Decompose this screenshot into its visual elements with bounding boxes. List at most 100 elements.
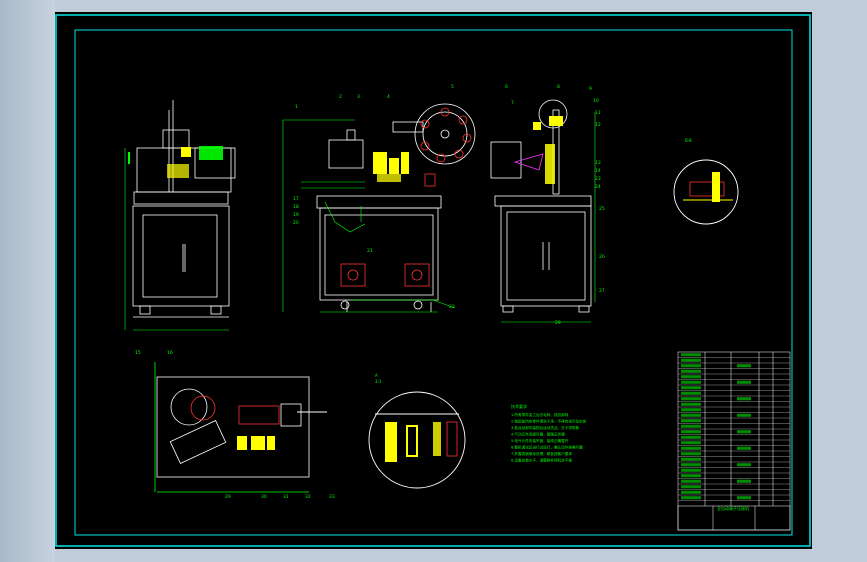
title-row-text <box>681 353 701 357</box>
callout-label: 21 <box>367 248 373 254</box>
title-row-text <box>737 496 751 500</box>
detail-label-a: A <box>375 373 378 378</box>
callout-label: 26 <box>599 254 605 260</box>
cad-viewport[interactable]: 技术要求 1.所有零件加工后去毛刺、锐边倒钝 2.装配前所有零件清洗干净，不得有油… <box>55 12 812 549</box>
title-block <box>677 351 791 531</box>
title-row-text <box>737 413 751 417</box>
title-row-text <box>681 391 701 395</box>
technical-notes: 技术要求 1.所有零件加工后去毛刺、锐边倒钝 2.装配前所有零件清洗干净，不得有油… <box>511 403 587 463</box>
note-line: 2.装配前所有零件清洗干净，不得有油污及杂质 <box>511 419 587 424</box>
title-row-text <box>681 457 701 461</box>
note-line: 5.电气元件安装牢固，接线正确整齐 <box>511 438 569 443</box>
side-view-left <box>132 100 236 318</box>
title-row-text <box>681 468 701 472</box>
title-row-text <box>681 375 701 379</box>
title-block-rows <box>678 353 790 501</box>
title-row-text <box>681 441 701 445</box>
detail-a <box>673 159 739 225</box>
title-row-text <box>681 364 701 368</box>
callout-label: 11 <box>595 110 601 116</box>
callout-label: 5 <box>451 84 454 90</box>
side-view-right-parts <box>501 112 596 323</box>
title-row-text <box>681 380 701 384</box>
title-row-text <box>681 474 701 478</box>
callout-label: 3 <box>357 94 360 100</box>
side-view-left-parts <box>124 147 229 331</box>
note-line: 4.气动元件连接可靠，管路无泄漏 <box>511 432 565 437</box>
top-view <box>154 362 310 493</box>
callout-label: 2 <box>339 94 342 100</box>
title-row-text <box>681 419 701 423</box>
note-line: 6.整机调试后进行试运行，确认动作准确可靠 <box>511 445 583 450</box>
callout-label: 22 <box>449 304 455 310</box>
title-row-text <box>737 430 751 434</box>
desktop-background <box>0 0 55 562</box>
callout-label: 9 <box>589 86 592 92</box>
note-line: 3.各运动部件装配后运动灵活，无卡滞现象 <box>511 425 580 430</box>
notes-title: 技术要求 <box>511 403 527 409</box>
title-row-text <box>737 380 751 384</box>
detail-b <box>368 391 466 489</box>
title-row-text <box>681 358 701 362</box>
title-row-text <box>681 408 701 412</box>
title-row-text <box>737 479 751 483</box>
callout-label: 10 <box>593 98 599 104</box>
title-row-text <box>681 397 701 401</box>
note-line: 7.外露表面喷涂处理，颜色按客户要求 <box>511 451 572 456</box>
title-row-text <box>681 413 701 417</box>
callout-label: 30 <box>261 494 267 500</box>
title-row-text <box>681 369 701 373</box>
title-row-text <box>681 496 701 500</box>
title-row-text <box>737 446 751 450</box>
callout-label: 8 <box>557 84 560 90</box>
callout-label: 15 <box>135 350 141 356</box>
front-view-center <box>282 103 476 312</box>
callout-label: 1 <box>295 104 298 110</box>
front-view-dims <box>301 181 456 313</box>
callout-label: 33 <box>329 494 335 500</box>
top-view-parts <box>237 403 327 450</box>
title-row-text <box>681 435 701 439</box>
callout-label: 24 <box>595 184 601 190</box>
title-row-text <box>681 446 701 450</box>
callout-label: 14 <box>595 168 601 174</box>
title-row-text <box>737 463 751 467</box>
callout-label: 20 <box>293 220 299 226</box>
callout-label: 31 <box>283 494 289 500</box>
drawing-sheet: 技术要求 1.所有零件加工后去毛刺、锐边倒钝 2.装配前所有零件清洗干净，不得有油… <box>55 14 811 547</box>
title-row-text <box>737 397 751 401</box>
detail-label-b: B-B <box>685 138 692 143</box>
title-row-text <box>681 386 701 390</box>
callout-label: 27 <box>599 288 605 294</box>
callout-label: 18 <box>293 204 299 210</box>
callout-label: 6 <box>505 84 508 90</box>
callout-label: 16 <box>167 350 173 356</box>
callout-label: 13 <box>595 160 601 166</box>
front-view-wheel-holes <box>420 107 472 163</box>
callout-label: 29 <box>225 494 231 500</box>
callout-label: 12 <box>595 122 601 128</box>
title-row-text <box>681 479 701 483</box>
front-view-red-panels <box>340 173 436 287</box>
title-row-text <box>681 452 701 456</box>
note-line: 8.设备安装水平，调整脚杯使机台平稳 <box>511 458 572 463</box>
detail-label-a-scale: 3:1 <box>375 379 382 384</box>
front-view-yellow-mechanism <box>373 152 409 182</box>
callout-label: 7 <box>511 100 514 106</box>
drawing-name: 全自动端子压接机 <box>717 505 749 511</box>
title-row-text <box>681 430 701 434</box>
callout-label: 28 <box>555 320 561 326</box>
title-row-text <box>737 364 751 368</box>
title-row-text <box>681 424 701 428</box>
callout-label: 19 <box>293 212 299 218</box>
title-row-text <box>681 485 701 489</box>
outer-border <box>55 14 811 547</box>
title-row-text <box>681 490 701 494</box>
callout-label: 4 <box>387 94 390 100</box>
callout-label: 23 <box>595 176 601 182</box>
callout-label: 32 <box>305 494 311 500</box>
note-line: 1.所有零件加工后去毛刺、锐边倒钝 <box>511 412 569 417</box>
inner-border <box>74 29 793 536</box>
title-row-text <box>681 463 701 467</box>
